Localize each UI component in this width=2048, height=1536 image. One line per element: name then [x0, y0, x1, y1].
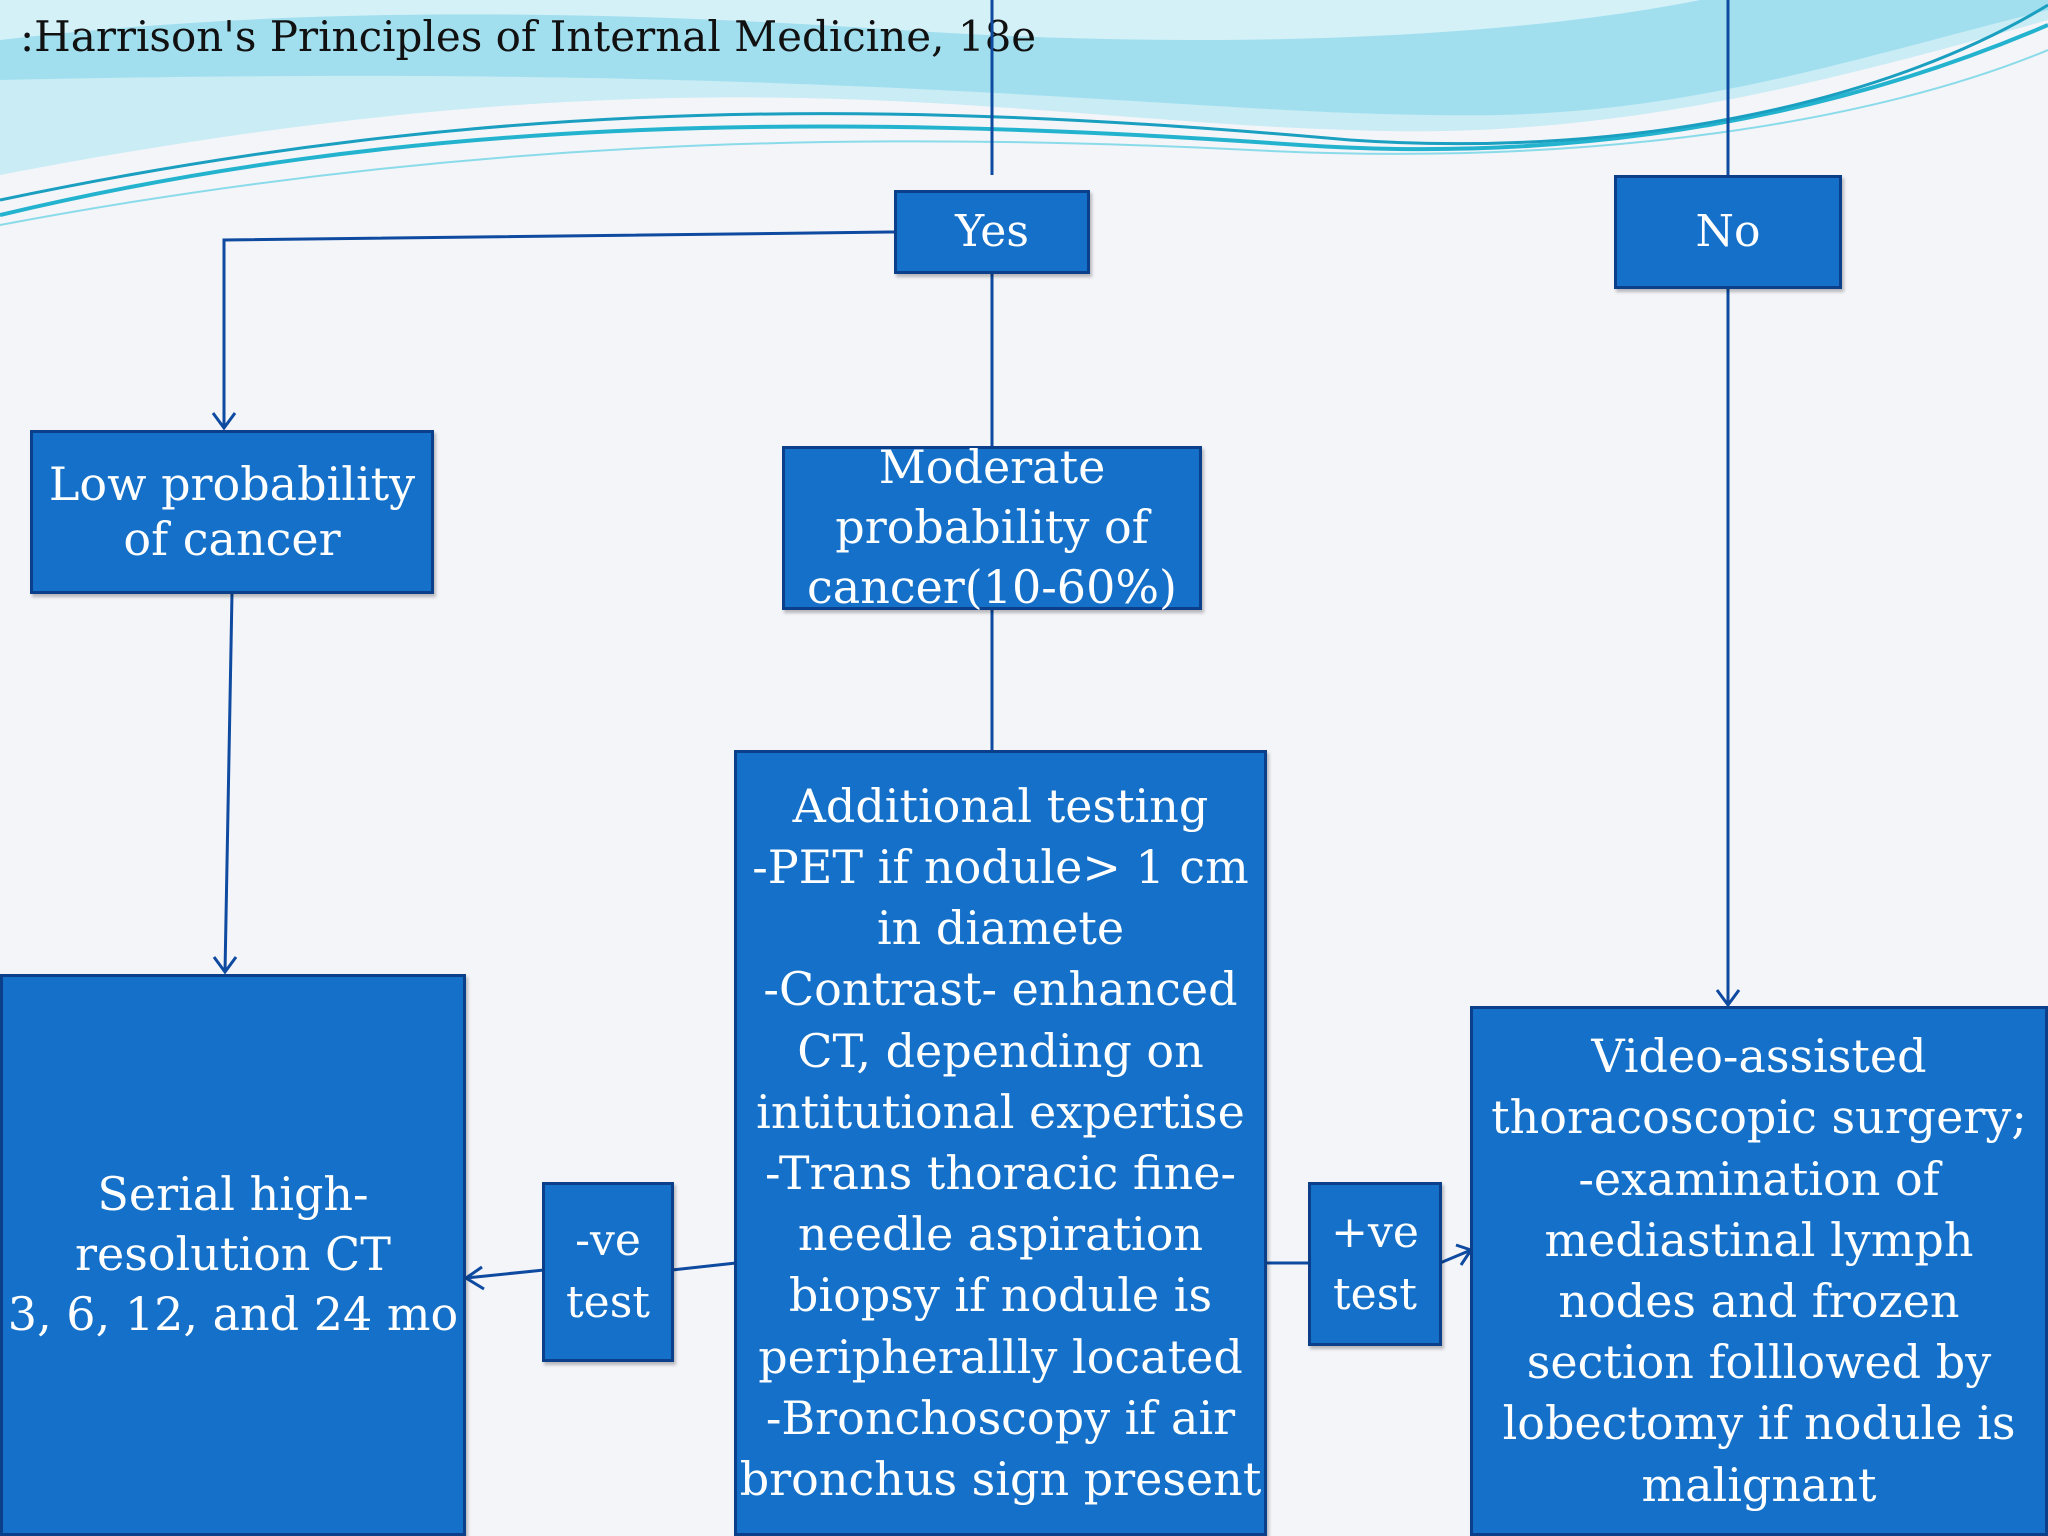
arrow-vats: [1715, 989, 1741, 1008]
header-wave-decoration: [0, 0, 2048, 226]
moderate-probability-label: Moderate probability of cancer(10-60%): [807, 440, 1177, 614]
negative-test-label: -ve test: [566, 1215, 650, 1328]
low-probability-label: Low probability of cancer: [48, 456, 416, 566]
moderate-probability-box: Moderate probability of cancer(10-60%): [782, 440, 1202, 614]
vats-box: Video-assisted thoracoscopic surgery; -e…: [1470, 1006, 2048, 1536]
low-probability-box: Low probability of cancer: [30, 430, 434, 594]
connector-additional-to-neg: [671, 1261, 737, 1272]
connector-neg-to-serial: [465, 1268, 545, 1280]
serial-ct-label: Serial high- resolution CT 3, 6, 12, and…: [7, 1167, 459, 1341]
arrow-neg: [463, 1265, 485, 1291]
positive-test-label: +ve test: [1331, 1207, 1419, 1320]
yes-box: Yes: [894, 190, 1090, 274]
yes-label: Yes: [955, 205, 1029, 257]
no-box: No: [1614, 175, 1842, 289]
arrow-low: [211, 412, 237, 431]
serial-ct-box: Serial high- resolution CT 3, 6, 12, and…: [0, 974, 466, 1536]
vats-label: Video-assisted thoracoscopic surgery; -e…: [1491, 1029, 2027, 1512]
arrow-serial: [212, 956, 238, 975]
positive-test-box: +ve test: [1308, 1182, 1442, 1346]
connector-pos-to-vats: [1439, 1248, 1472, 1265]
additional-testing-box: Additional testing -PET if nodule> 1 cm …: [734, 750, 1267, 1536]
source-citation: :Harrison's Principles of Internal Medic…: [20, 12, 1037, 61]
connector-low-to-serial: [223, 592, 234, 973]
negative-test-box: -ve test: [542, 1182, 674, 1362]
no-label: No: [1695, 205, 1761, 257]
additional-testing-label: Additional testing -PET if nodule> 1 cm …: [739, 778, 1262, 1506]
connector-yes-to-low: [222, 230, 895, 428]
